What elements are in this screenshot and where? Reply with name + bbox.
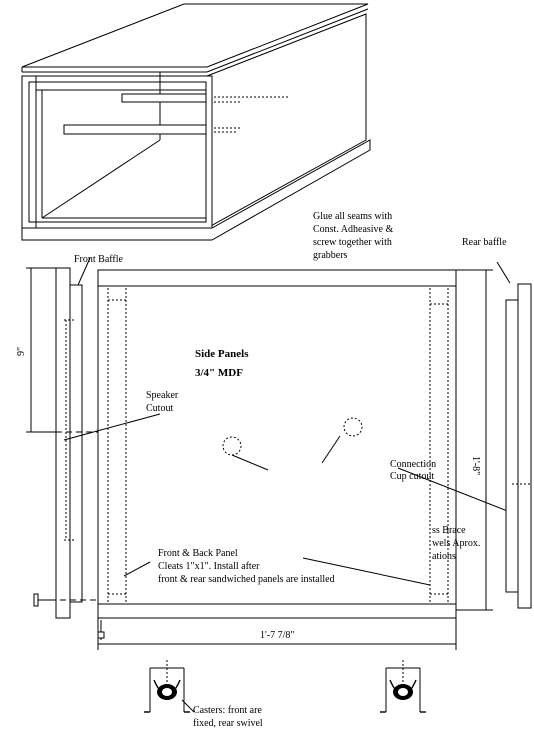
casters-note-line1: Casters: front are bbox=[193, 705, 262, 716]
front-baffle-view bbox=[26, 257, 160, 619]
speaker-cutout-line2: Cutout bbox=[146, 403, 173, 414]
glue-note-line3: screw together with bbox=[313, 237, 392, 248]
rear-baffle-label: Rear baffle bbox=[462, 237, 507, 248]
front-baffle-label: Front Baffle bbox=[74, 254, 124, 265]
baffle-height-dimension: 9" bbox=[16, 347, 27, 356]
side-panel-view bbox=[63, 261, 511, 619]
width-dimension bbox=[97, 618, 457, 650]
caster-rear-icon bbox=[380, 660, 426, 713]
panel-cleats-line3: front & rear sandwiched panels are insta… bbox=[158, 574, 335, 585]
glue-note-line1: Glue all seams with bbox=[313, 211, 392, 222]
panel-cleats-line2: Cleats 1"x1". Install after bbox=[158, 561, 260, 572]
panel-height-dimension: 1'-8" bbox=[470, 456, 481, 475]
width-dimension-label: 1'-7 7/8" bbox=[260, 630, 295, 641]
isometric-cabinet bbox=[21, 3, 371, 241]
panel-cleats-line1: Front & Back Panel bbox=[158, 548, 238, 559]
side-panels-material: 3/4" MDF bbox=[195, 367, 243, 379]
rear-baffle-view bbox=[456, 269, 532, 611]
casters-note-line2: fixed, rear swivel bbox=[193, 718, 263, 729]
connection-cup-line1: Connection bbox=[390, 459, 436, 470]
cross-brace-line1: ss Brace bbox=[432, 525, 466, 536]
connection-cup-line2: Cup cutout bbox=[390, 471, 434, 482]
caster-front-icon bbox=[144, 660, 195, 713]
cross-brace-line2: wels Aprox. bbox=[432, 538, 480, 549]
side-panels-title: Side Panels bbox=[195, 348, 249, 360]
glue-note-line4: grabbers bbox=[313, 250, 348, 261]
glue-note-line2: Const. Adheasive & bbox=[313, 224, 393, 235]
speaker-cutout-line1: Speaker bbox=[146, 390, 179, 401]
cross-brace-line3: ations bbox=[432, 551, 456, 562]
